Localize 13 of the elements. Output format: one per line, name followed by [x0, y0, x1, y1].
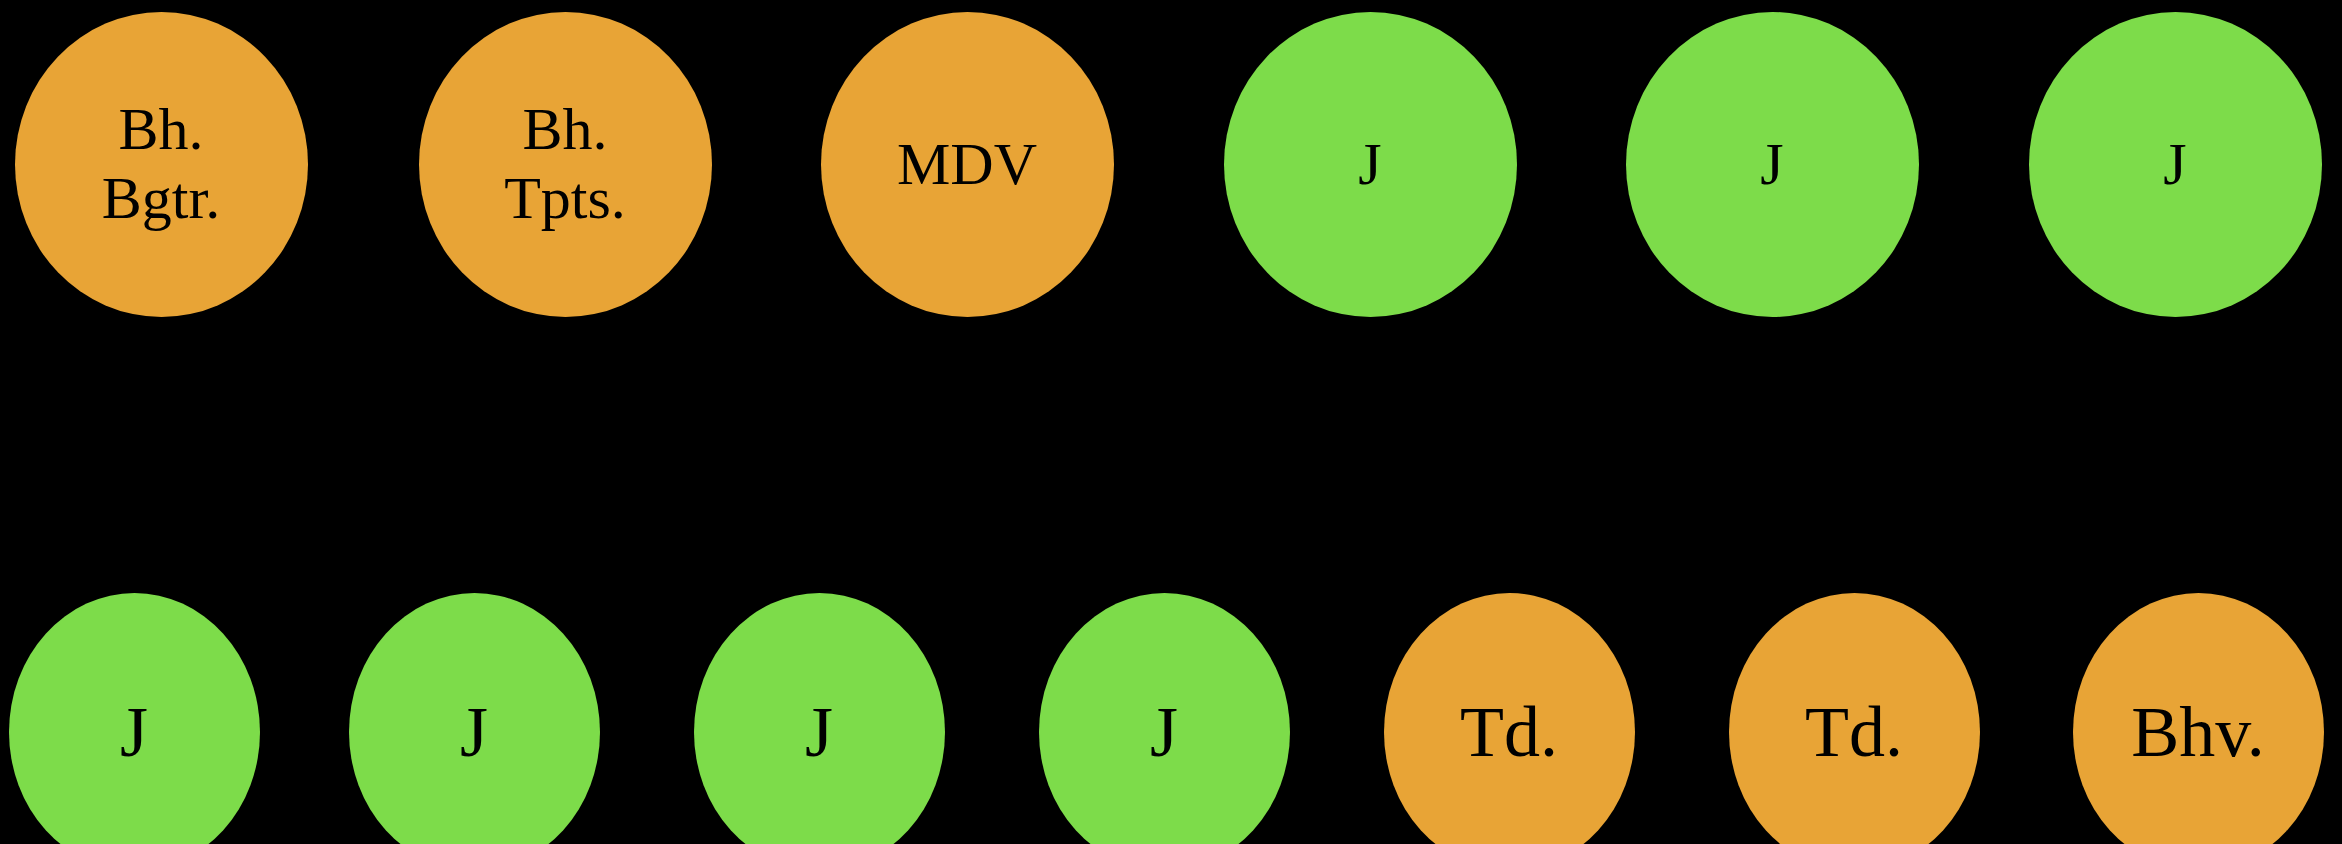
node-label: J — [1760, 129, 1784, 199]
node-label: Td. — [1805, 690, 1903, 774]
node-label: Bh. Bgtr. — [100, 95, 222, 233]
node-label: J — [2163, 129, 2187, 199]
node-label: J — [805, 690, 833, 774]
node-label: Bh. Tpts. — [503, 95, 627, 233]
node-label: J — [1150, 690, 1178, 774]
node-label: MDV — [897, 129, 1037, 199]
node-label: Bhv. — [2131, 690, 2265, 774]
node-label: J — [120, 690, 148, 774]
node-label: Td. — [1460, 690, 1558, 774]
node-label: J — [460, 690, 488, 774]
node-label: J — [1358, 129, 1382, 199]
